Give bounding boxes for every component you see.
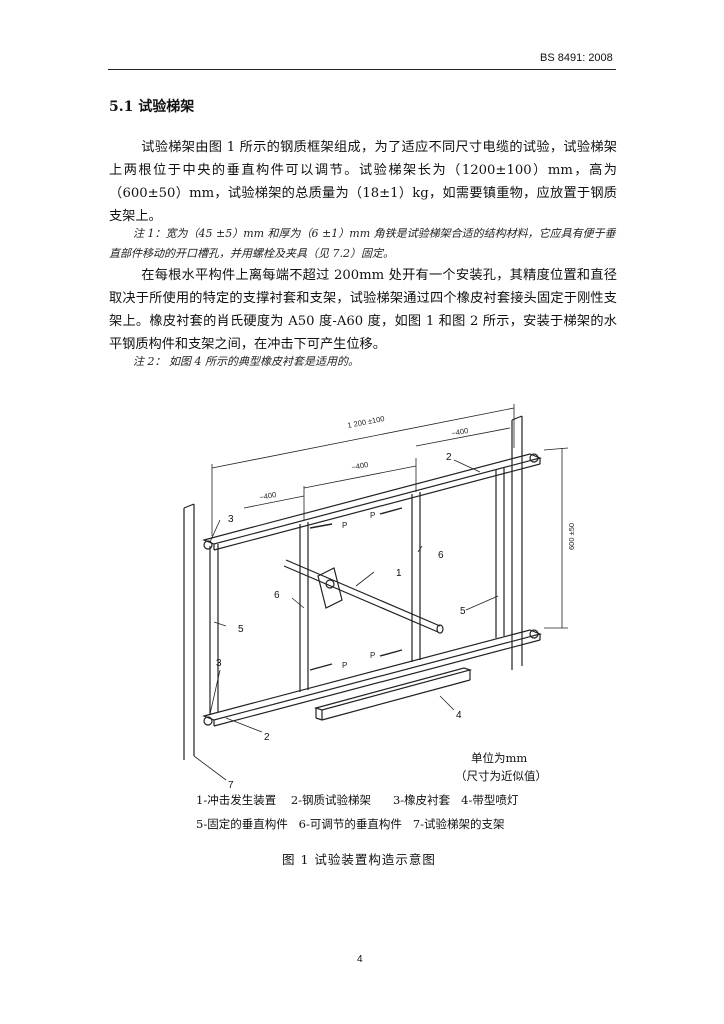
fixed-vertical-left	[209, 544, 219, 714]
dimension-lines	[211, 404, 569, 629]
adjustable-vertical-right	[411, 492, 421, 662]
left-support-post	[183, 503, 195, 760]
callout-2: 2	[264, 732, 270, 743]
fixed-vertical-right	[495, 468, 505, 638]
dim-right: ~400	[451, 426, 469, 438]
top-horizontal-member	[202, 453, 542, 551]
header-rule	[108, 69, 616, 70]
leader-lines	[193, 459, 499, 781]
bushing-bottom-left	[203, 716, 213, 726]
tape-burner	[313, 667, 473, 721]
bottom-horizontal-member	[202, 629, 542, 727]
callout-1: 1	[396, 568, 402, 579]
standard-number: BS 8491: 2008	[540, 52, 613, 64]
burner-impact-device	[283, 559, 444, 634]
callout-5: 5	[460, 606, 466, 617]
note-1: 注 1：宽为（45 ±5）mm 和厚为（6 ±1）mm 角铁是试验梯架合适的结构…	[109, 224, 619, 264]
callout-2: 2	[446, 452, 452, 463]
section-title: 5.1 试验梯架	[109, 99, 195, 115]
dim-height: 600 ±50	[567, 523, 576, 550]
legend-row-1: 1-冲击发生装置 2-钢质试验梯架 3-橡皮衬套 4-带型喷灯	[196, 793, 519, 807]
dim-middle: ~400	[351, 460, 369, 472]
paragraph-1-text: 试验梯架由图 1 所示的钢质框架组成，为了适应不同尺寸电缆的试验，试验梯架上两根…	[109, 140, 617, 224]
paragraph-2: 在每根水平构件上离每端不超过 200mm 处开有一个安装孔，其精度位置和直径取决…	[109, 264, 617, 356]
dim-left: ~400	[259, 490, 277, 502]
note-2-text: 注 2： 如图 4 所示的典型橡皮衬套是适用的。	[133, 355, 359, 368]
force-label: P	[370, 511, 375, 520]
force-arrows	[309, 507, 403, 671]
units-note: 单位为mm	[471, 751, 528, 765]
legend-row-2: 5-固定的垂直构件 6-可调节的垂直构件 7-试验梯架的支架	[196, 817, 505, 831]
bushing-bottom-right	[529, 629, 539, 639]
bushing-top-left	[203, 540, 213, 550]
callout-5: 5	[238, 624, 244, 635]
figure-caption: 图 1 试验装置构造示意图	[282, 852, 436, 867]
note-2: 注 2： 如图 4 所示的典型橡皮衬套是适用的。	[109, 352, 619, 372]
bushing-top-right	[529, 453, 539, 463]
approx-note: （尺寸为近似值）	[455, 769, 547, 783]
callout-3: 3	[216, 658, 222, 669]
callout-7: 7	[228, 780, 234, 791]
paragraph-2-text: 在每根水平构件上离每端不超过 200mm 处开有一个安装孔，其精度位置和直径取决…	[109, 268, 617, 352]
page-number: 4	[357, 954, 363, 965]
callout-3: 3	[228, 514, 234, 525]
note-1-text: 注 1：宽为（45 ±5）mm 和厚为（6 ±1）mm 角铁是试验梯架合适的结构…	[109, 227, 616, 260]
callout-6: 6	[274, 590, 280, 601]
force-label: P	[370, 651, 375, 660]
force-label: P	[342, 661, 347, 670]
adjustable-vertical-left	[299, 522, 309, 692]
callout-6: 6	[438, 550, 444, 561]
dim-overall: 1 200 ±100	[347, 414, 386, 430]
paragraph-1: 试验梯架由图 1 所示的钢质框架组成，为了适应不同尺寸电缆的试验，试验梯架上两根…	[109, 136, 617, 228]
force-label: P	[342, 521, 347, 530]
callout-4: 4	[456, 710, 462, 721]
test-apparatus-diagram: 1 200 ±100 ~400 ~400 ~400 600 ±50 P P P …	[183, 404, 576, 791]
